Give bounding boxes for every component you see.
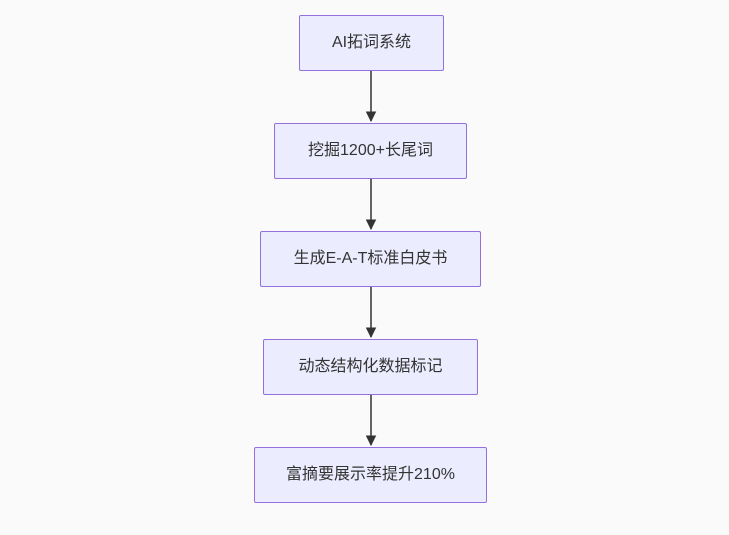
flow-node-label: AI拓词系统: [331, 34, 412, 51]
flow-node-label: 生成E-A-T标准白皮书: [293, 250, 448, 267]
flow-node-label: 挖掘1200+长尾词: [308, 142, 433, 159]
flow-node-longtail-mining: 挖掘1200+长尾词: [274, 123, 467, 179]
flow-node-label: 富摘要展示率提升210%: [286, 466, 455, 483]
flow-node-label: 动态结构化数据标记: [298, 358, 443, 375]
flow-node-structured-data-markup: 动态结构化数据标记: [263, 339, 478, 395]
flow-node-ai-keyword-system: AI拓词系统: [299, 15, 444, 71]
flow-node-rich-snippet-result: 富摘要展示率提升210%: [254, 447, 487, 503]
flow-node-eat-whitepaper: 生成E-A-T标准白皮书: [260, 231, 481, 287]
